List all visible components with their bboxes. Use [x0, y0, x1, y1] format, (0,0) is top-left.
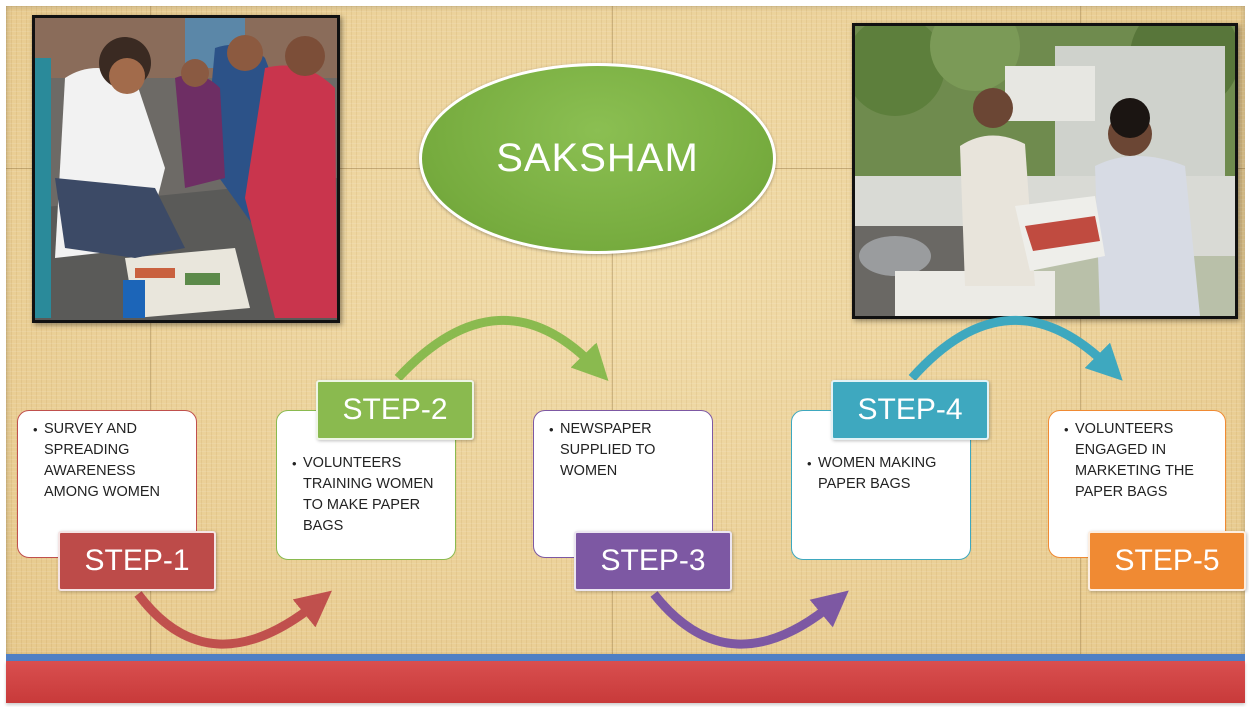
background-divider-vertical: [612, 6, 613, 656]
footer-blue-band: [6, 654, 1245, 661]
volunteers-holding-paper-bags-photo: [852, 23, 1238, 319]
step-5-text: VOLUNTEERS ENGAGED IN MARKETING THE PAPE…: [1064, 419, 1215, 503]
footer-red-band: [6, 661, 1245, 703]
step-3-text: NEWSPAPER SUPPLIED TO WOMEN: [549, 419, 702, 482]
volunteer-with-women-photo: [32, 15, 340, 323]
step-5-label: STEP-5: [1088, 531, 1246, 591]
title-oval: SAKSHAM: [419, 63, 776, 254]
step-4-text: WOMEN MAKING PAPER BAGS: [807, 453, 960, 495]
step-2-text: VOLUNTEERS TRAINING WOMEN TO MAKE PAPER …: [292, 453, 445, 537]
step-4-label: STEP-4: [831, 380, 989, 440]
step-1-label: STEP-1: [58, 531, 216, 591]
step-2-label: STEP-2: [316, 380, 474, 440]
title-text: SAKSHAM: [496, 136, 699, 180]
step-1-text: SURVEY AND SPREADING AWARENESS AMONG WOM…: [33, 419, 186, 503]
background-divider-vertical: [150, 6, 151, 656]
step-3-label: STEP-3: [574, 531, 732, 591]
